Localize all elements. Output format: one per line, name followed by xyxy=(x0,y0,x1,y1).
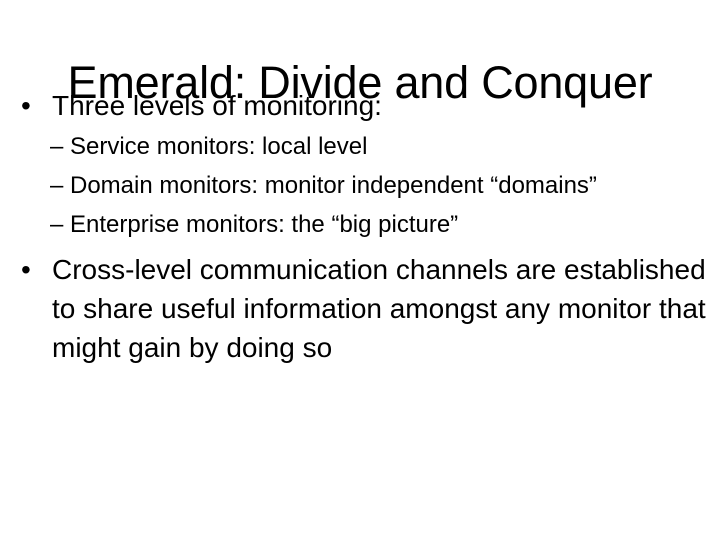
sub-bullet-item-0-1: – Domain monitors: monitor independent “… xyxy=(14,166,714,205)
bullet-item-1: • Cross-level communication channels are… xyxy=(14,250,714,367)
sub-bullet-item-0-0: – Service monitors: local level xyxy=(14,127,714,166)
sub-bullet-text-0-2: Enterprise monitors: the “big picture” xyxy=(70,211,459,238)
sub-bullet-text-0-1: Domain monitors: monitor independent “do… xyxy=(70,172,597,199)
slide-body: • Three levels of monitoring: – Service … xyxy=(14,86,714,367)
slide-title: Emerald: Divide and Conquer xyxy=(67,57,653,109)
sub-bullet-text-0-0: Service monitors: local level xyxy=(70,133,368,160)
bullet-text-0: Three levels of monitoring: xyxy=(52,90,382,121)
dash-marker-icon: – xyxy=(50,172,64,199)
sub-bullet-list-0: – Service monitors: local level – Domain… xyxy=(14,127,714,244)
dash-marker-icon: – xyxy=(50,133,64,160)
bullet-item-0: • Three levels of monitoring: xyxy=(14,86,714,125)
dash-marker-icon: – xyxy=(50,211,64,238)
bullet-text-1: Cross-level communication channels are e… xyxy=(52,254,706,363)
bullet-marker-icon: • xyxy=(21,254,31,285)
sub-bullet-item-0-2: – Enterprise monitors: the “big picture” xyxy=(14,205,714,244)
bullet-marker-icon: • xyxy=(21,90,31,121)
